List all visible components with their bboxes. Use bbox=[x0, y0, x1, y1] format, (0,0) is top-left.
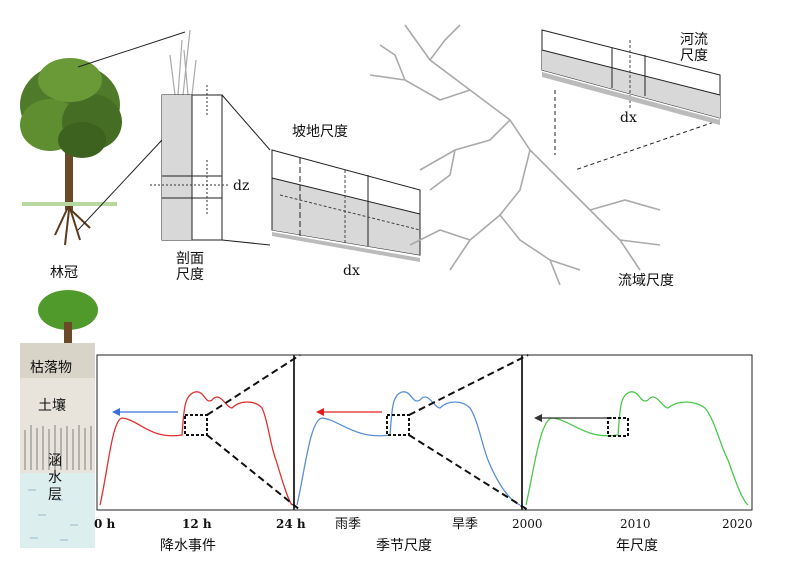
event-arrow-head bbox=[112, 408, 120, 416]
event-title: 降水事件 bbox=[160, 538, 216, 554]
season-tick-1: 旱季 bbox=[452, 517, 478, 532]
year-curve bbox=[525, 391, 749, 506]
profile-column bbox=[150, 29, 230, 241]
year-tick-1: 2010 bbox=[620, 517, 651, 531]
litter-label: 枯落物 bbox=[30, 360, 72, 376]
season-arrow-head bbox=[316, 408, 324, 416]
slope-dx-label: dx bbox=[343, 263, 360, 279]
event-zoom-box bbox=[184, 414, 208, 436]
profile-scale-label-2: 尺度 bbox=[176, 267, 204, 283]
basin-scale-label: 流域尺度 bbox=[618, 273, 674, 289]
aquifer-label-3: 层 bbox=[48, 487, 62, 503]
event-tick-0: 0 h bbox=[94, 517, 116, 531]
soil-label: 土壤 bbox=[38, 397, 66, 414]
season-tick-0: 雨季 bbox=[335, 517, 361, 532]
panels-frame bbox=[96, 354, 753, 511]
slope-block bbox=[271, 149, 421, 262]
year-title: 年尺度 bbox=[616, 538, 658, 554]
year-zoom-box bbox=[607, 417, 629, 437]
river-scale-label-2: 尺度 bbox=[680, 48, 708, 64]
dz-label: dz bbox=[233, 178, 249, 194]
river-scale-label-1: 河流 bbox=[680, 32, 708, 48]
tree-illustration bbox=[20, 58, 122, 246]
event-tick-2: 24 h bbox=[276, 517, 306, 531]
aquifer-label-2: 水 bbox=[48, 470, 62, 486]
river-dx-label: dx bbox=[620, 110, 637, 126]
season-curve bbox=[296, 391, 521, 506]
season-zoom-box bbox=[386, 414, 410, 436]
event-tick-1: 12 h bbox=[182, 517, 212, 531]
aquifer-label-1: 涵 bbox=[48, 453, 62, 469]
season-title: 季节尺度 bbox=[376, 538, 432, 554]
canopy-label: 林冠 bbox=[50, 265, 78, 281]
river-block bbox=[541, 29, 721, 125]
river-network bbox=[369, 24, 661, 286]
year-arrow-head bbox=[534, 414, 542, 422]
slope-scale-label: 坡地尺度 bbox=[292, 124, 348, 140]
profile-scale-label-1: 剖面 bbox=[176, 251, 204, 267]
year-tick-2: 2020 bbox=[722, 517, 753, 531]
event-curve bbox=[99, 391, 293, 506]
soil-column bbox=[20, 290, 98, 548]
year-tick-0: 2000 bbox=[512, 517, 543, 531]
